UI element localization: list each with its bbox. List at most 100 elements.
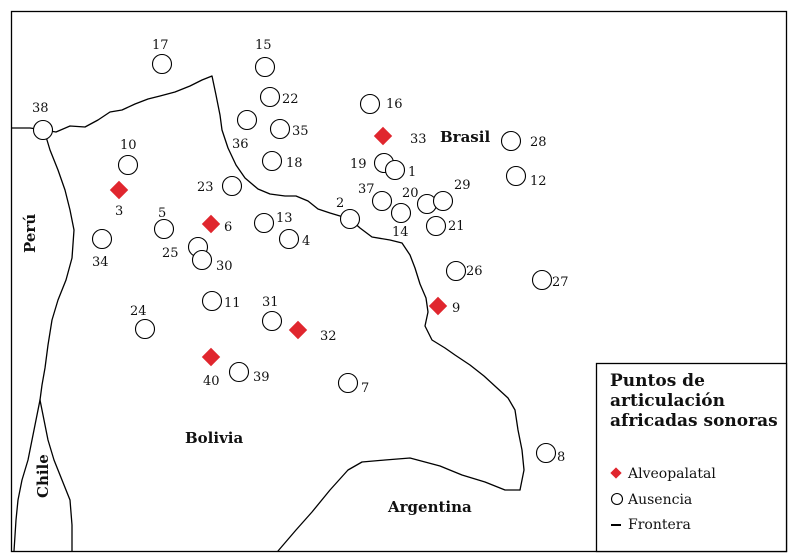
ausencia-marker <box>253 212 275 234</box>
point-label: 37 <box>358 182 375 197</box>
point-label: 36 <box>232 137 249 152</box>
point-label: 38 <box>32 101 49 116</box>
point-label: 24 <box>130 304 147 319</box>
point-label: 7 <box>361 381 369 396</box>
point-label: 34 <box>92 255 109 270</box>
ausencia-marker <box>390 202 412 224</box>
border-peru-brazil <box>11 75 525 491</box>
point-label: 32 <box>320 329 337 344</box>
ausencia-marker <box>337 372 359 394</box>
point-label: 19 <box>350 157 367 172</box>
ausencia-marker <box>500 130 522 152</box>
point-label: 1 <box>408 165 416 180</box>
ausencia-marker <box>371 190 393 212</box>
ausencia-marker <box>261 310 283 332</box>
ausencia-marker <box>259 86 281 108</box>
border-chile <box>13 399 41 552</box>
point-label: 13 <box>276 211 293 226</box>
ausencia-marker <box>269 118 291 140</box>
country-label-bolivia: Bolivia <box>185 429 243 447</box>
legend-label-alveopalatal: Alveopalatal <box>627 466 716 482</box>
point-label: 31 <box>262 295 279 310</box>
ausencia-marker <box>201 290 223 312</box>
ausencia-marker <box>339 208 361 230</box>
point-label: 4 <box>302 234 310 249</box>
legend-title-line-2: articulación <box>610 391 725 411</box>
point-label: 40 <box>203 374 220 389</box>
ausencia-marker <box>254 56 276 78</box>
ausencia-marker <box>278 228 300 250</box>
point-label: 20 <box>402 186 419 201</box>
point-label: 26 <box>466 264 483 279</box>
point-label: 2 <box>336 196 344 211</box>
ausencia-marker <box>91 228 113 250</box>
ausencia-marker <box>151 53 173 75</box>
ausencia-marker <box>531 269 553 291</box>
alveopalatal-marker <box>201 347 221 367</box>
point-label: 25 <box>162 246 179 261</box>
legend-title-line-3: africadas sonoras <box>610 411 778 431</box>
country-label-argentina: Argentina <box>387 498 472 516</box>
point-label: 23 <box>197 180 214 195</box>
point-label: 39 <box>253 370 270 385</box>
point-label: 33 <box>410 132 427 147</box>
point-label: 3 <box>115 204 123 219</box>
alveopalatal-marker <box>109 180 129 200</box>
ausencia-marker <box>359 93 381 115</box>
point-label: 8 <box>557 450 565 465</box>
point-label: 14 <box>392 225 409 240</box>
legend-label-ausencia: Ausencia <box>627 492 692 508</box>
ausencia-marker <box>236 109 258 131</box>
point-label: 28 <box>530 135 547 150</box>
ausencia-marker <box>191 249 213 271</box>
point-label: 5 <box>158 206 166 221</box>
ausencia-marker <box>32 119 54 141</box>
point-label: 16 <box>386 97 403 112</box>
alveopalatal-marker <box>288 320 308 340</box>
point-label: 22 <box>282 92 299 107</box>
legend-circle-icon <box>610 492 624 506</box>
ausencia-marker <box>228 361 250 383</box>
point-label: 6 <box>224 220 232 235</box>
point-label: 9 <box>452 301 460 316</box>
ausencia-marker <box>384 159 406 181</box>
point-label: 35 <box>292 124 309 139</box>
point-label: 27 <box>552 275 569 290</box>
alveopalatal-marker <box>373 126 393 146</box>
point-label: 21 <box>448 219 465 234</box>
ausencia-marker <box>432 190 454 212</box>
ausencia-marker <box>535 442 557 464</box>
point-label: 10 <box>120 138 137 153</box>
country-label-peru: Perú <box>21 214 39 253</box>
legend: Puntos de articulación africadas sonoras… <box>595 362 788 553</box>
ausencia-marker <box>261 150 283 172</box>
country-label-chile: Chile <box>34 454 52 498</box>
ausencia-marker <box>153 218 175 240</box>
point-label: 29 <box>454 178 471 193</box>
point-label: 12 <box>530 174 547 189</box>
country-labels: Brasil Bolivia Argentina Perú Chile <box>21 128 490 516</box>
legend-title-line-1: Puntos de <box>610 371 705 391</box>
point-label: 18 <box>286 156 303 171</box>
border-peru-bolivia <box>39 129 75 401</box>
border-chile-bolivia <box>39 399 73 552</box>
alveopalatal-marker <box>428 296 448 316</box>
point-label: 15 <box>255 38 272 53</box>
legend-label-frontera: Frontera <box>628 517 691 533</box>
country-label-brasil: Brasil <box>440 128 490 146</box>
legend-box <box>595 362 788 553</box>
ausencia-marker <box>425 215 447 237</box>
legend-diamond-icon <box>610 467 622 479</box>
ausencia-marker <box>134 318 156 340</box>
point-label: 11 <box>224 296 241 311</box>
point-label: 17 <box>152 38 169 53</box>
ausencia-marker <box>221 175 243 197</box>
ausencia-marker <box>117 154 139 176</box>
alveopalatal-marker <box>201 214 221 234</box>
borders <box>11 75 525 552</box>
ausencia-marker <box>445 260 467 282</box>
border-argentina <box>277 457 521 552</box>
ausencia-marker <box>505 165 527 187</box>
